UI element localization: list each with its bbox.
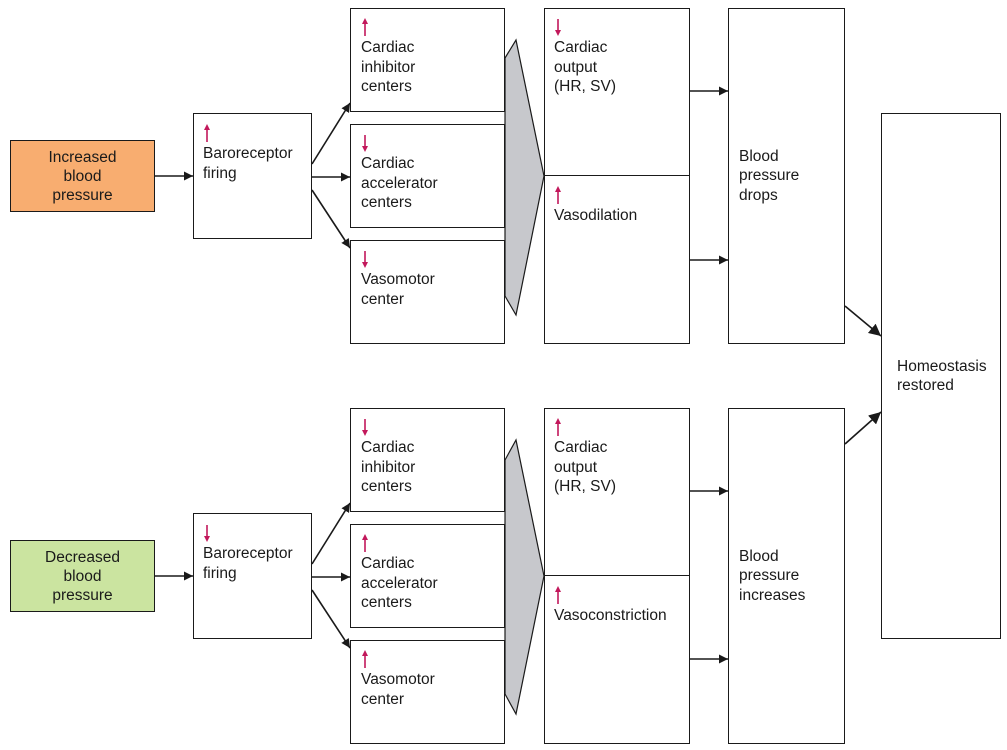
vasoconstriction-label: Vasoconstriction: [554, 607, 667, 624]
decreased-blood-pressure-box: Decreased blood pressure: [10, 540, 155, 612]
vasomotor-center-box-top: Vasomotor center: [350, 240, 505, 344]
cardiac-inhibitor-centers-box-top: Cardiac inhibitor centers: [350, 8, 505, 112]
blood-pressure-drops-box: Blood pressure drops: [728, 8, 845, 344]
baroreceptor-label: Baroreceptor firing: [203, 545, 293, 582]
center-label: Cardiac inhibitor centers: [361, 39, 416, 95]
increase-arrow-icon: [555, 586, 561, 604]
decrease-arrow-icon: [362, 251, 368, 268]
vasomotor-center-box-bottom: Vasomotor center: [350, 640, 505, 744]
decrease-arrow-icon: [204, 525, 210, 542]
baroreceptor-firing-box-top: Baroreceptor firing: [193, 113, 312, 239]
cardiac-accelerator-centers-box-bottom: Cardiac accelerator centers: [350, 524, 505, 628]
increased-blood-pressure-box: Increased blood pressure: [10, 140, 155, 212]
effects-divider: [544, 575, 690, 576]
decrease-arrow-icon: [555, 19, 561, 36]
center-label: Vasomotor center: [361, 671, 435, 708]
arrow-baro-to-vaso-top: [311, 189, 351, 249]
center-label: Cardiac accelerator centers: [361, 555, 438, 611]
decrease-arrow-icon: [362, 419, 368, 436]
decrease-arrow-icon: [362, 135, 368, 152]
arrow-bp-increases-to-homeostasis: [844, 411, 882, 445]
baroreceptor-label: Baroreceptor firing: [203, 145, 293, 182]
arrow-bp-drops-to-homeostasis: [844, 305, 882, 337]
cardiac-output-label: Cardiac output (HR, SV): [554, 439, 616, 495]
cardiac-inhibitor-centers-box-bottom: Cardiac inhibitor centers: [350, 408, 505, 512]
vasodilation-label: Vasodilation: [554, 207, 638, 224]
increase-arrow-icon: [362, 18, 368, 36]
cardiac-accelerator-centers-box-top: Cardiac accelerator centers: [350, 124, 505, 228]
increase-arrow-icon: [362, 534, 368, 552]
effects-divider: [544, 175, 690, 176]
arrow-baro-to-inhib-bottom: [311, 502, 351, 565]
top-merge-funnel: [504, 38, 545, 317]
increase-arrow-icon: [362, 650, 368, 668]
effects-box-bottom: Cardiac output (HR, SV) Vasoconstriction: [544, 408, 690, 744]
bottom-merge-funnel: [504, 438, 545, 716]
center-label: Cardiac inhibitor centers: [361, 439, 416, 495]
homeostasis-restored-box: Homeostasis restored: [881, 113, 1001, 639]
baroreceptor-firing-box-bottom: Baroreceptor firing: [193, 513, 312, 639]
arrow-baro-to-inhib-top: [311, 102, 351, 165]
effects-box-top: Cardiac output (HR, SV) Vasodilation: [544, 8, 690, 344]
center-label: Cardiac accelerator centers: [361, 155, 438, 211]
arrow-baro-to-vaso-bottom: [311, 589, 351, 649]
increase-arrow-icon: [204, 124, 210, 142]
blood-pressure-increases-box: Blood pressure increases: [728, 408, 845, 744]
increase-arrow-icon: [555, 418, 561, 436]
cardiac-output-label: Cardiac output (HR, SV): [554, 39, 616, 95]
increase-arrow-icon: [555, 186, 561, 204]
center-label: Vasomotor center: [361, 271, 435, 308]
